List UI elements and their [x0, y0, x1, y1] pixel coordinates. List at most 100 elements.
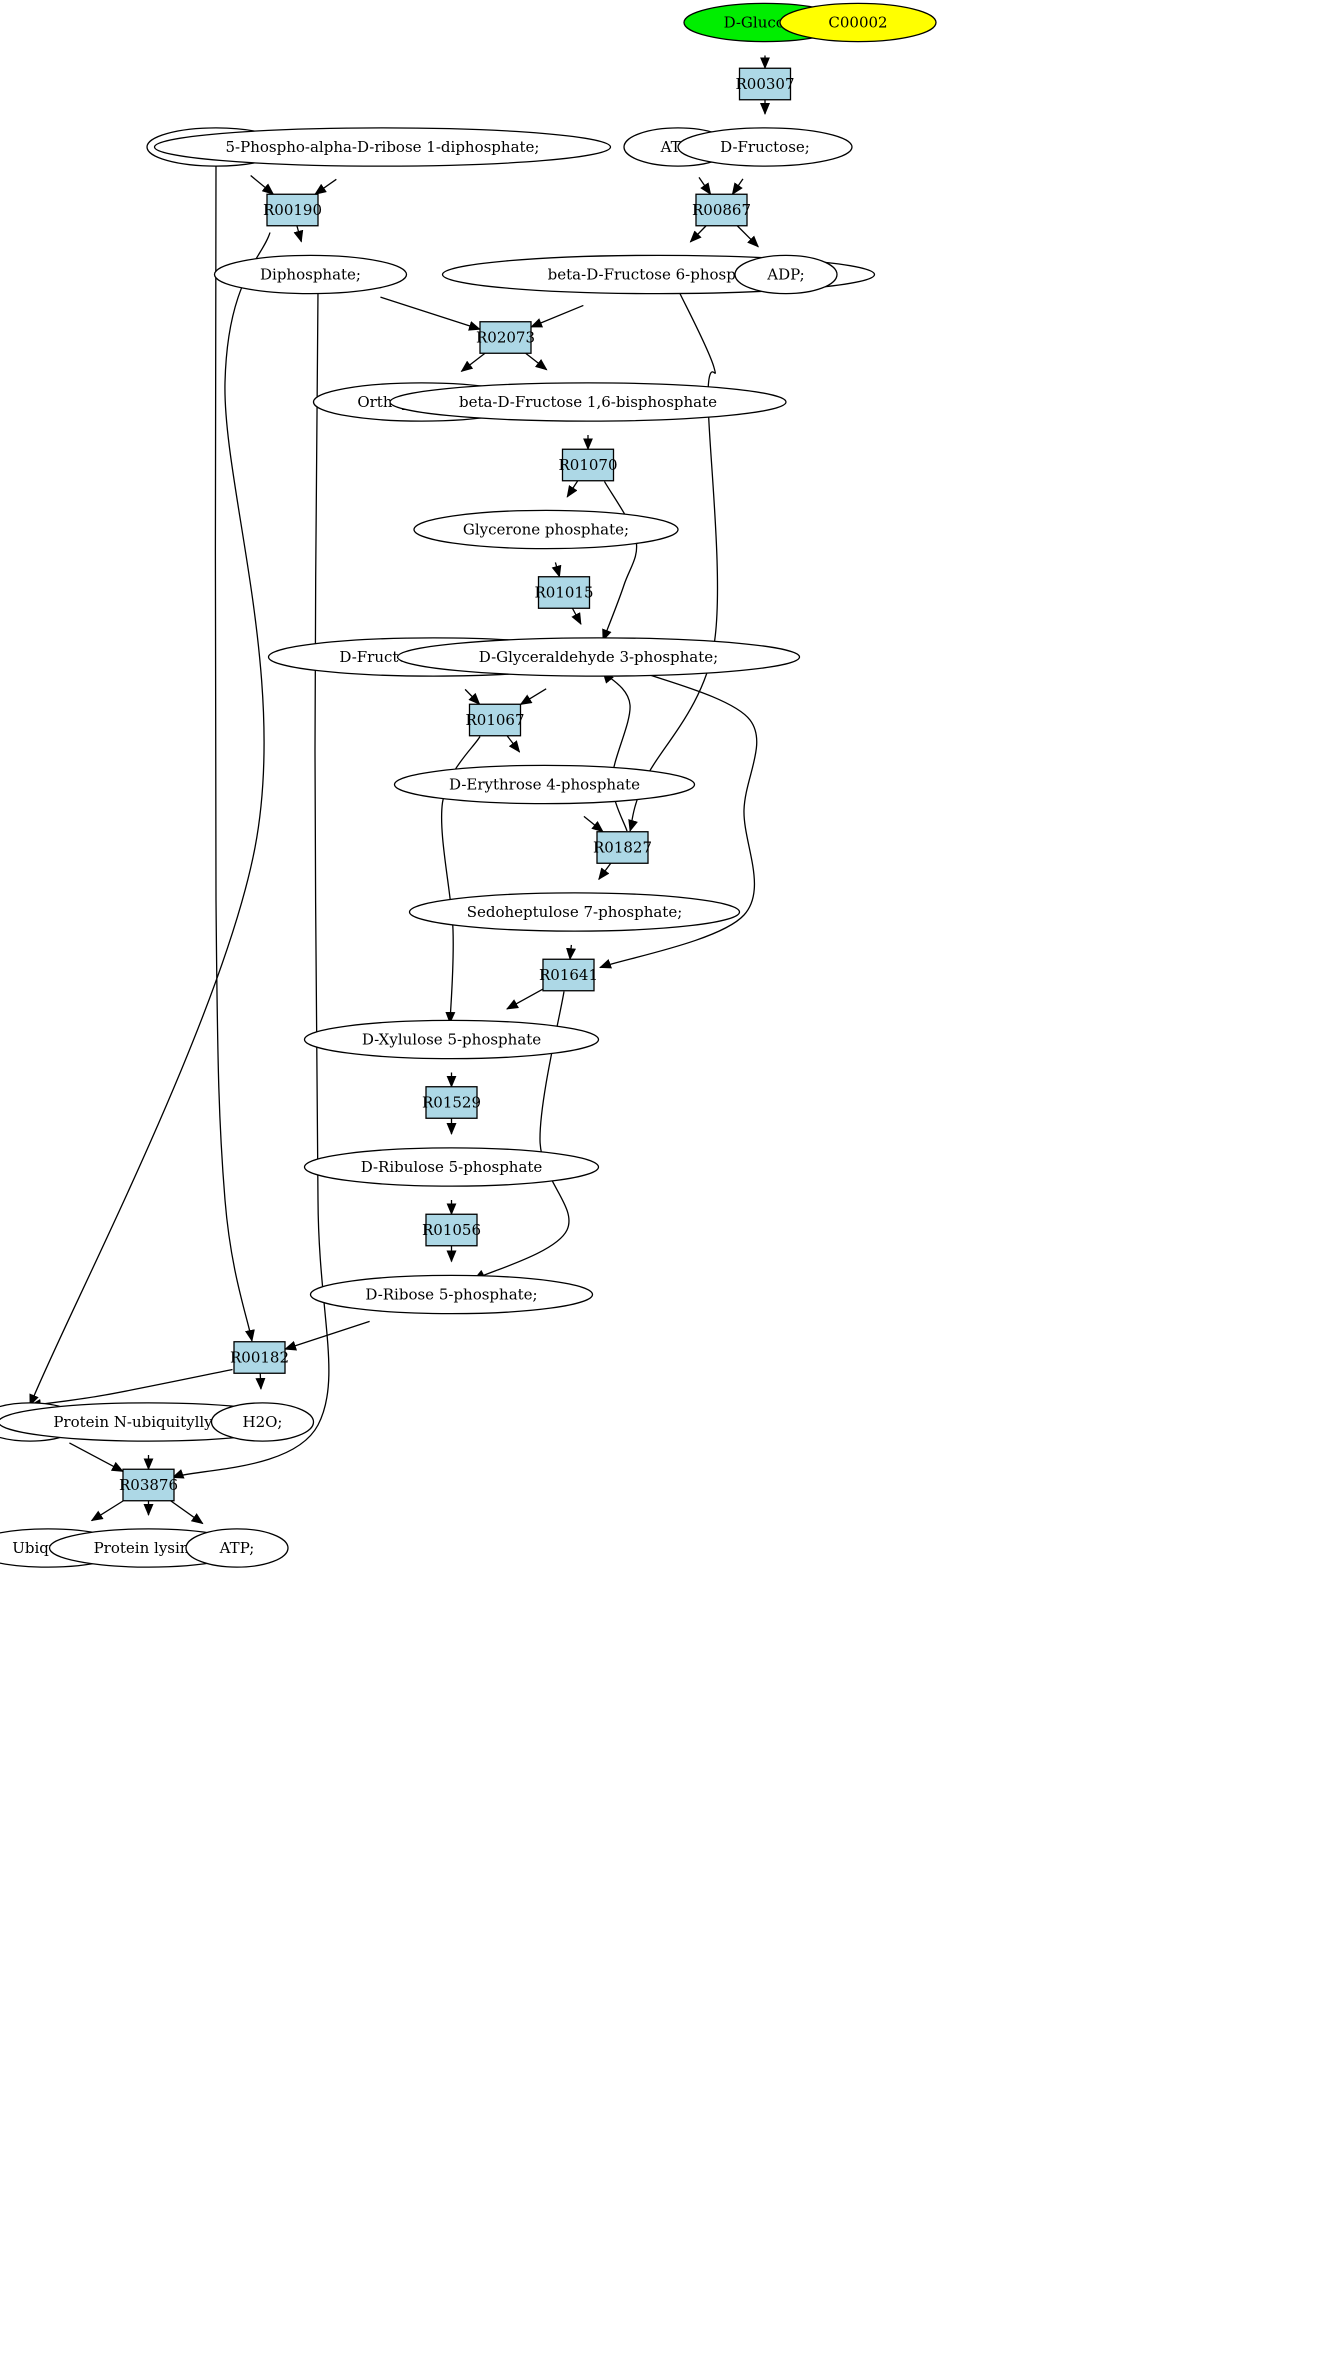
edge-diphosphate-to-r03876 — [171, 290, 330, 1479]
compound-ellipse — [153, 127, 612, 167]
edge-r01015-to-g3p — [571, 607, 582, 626]
reaction-box — [266, 193, 319, 227]
node-label: R01067 — [465, 711, 524, 729]
node-label: R00182 — [230, 1349, 289, 1367]
compound-node-h2o: H2O; — [210, 1402, 315, 1442]
node-label: R01529 — [422, 1094, 481, 1112]
node-label: C00002 — [828, 14, 887, 32]
edge-adenine-to-r00190 — [250, 175, 275, 195]
node-label: D-Xylulose 5-phosphate — [362, 1031, 541, 1049]
node-label: R00307 — [735, 75, 794, 93]
compound-node-prpp: 5-Phospho-alpha-D-ribose 1-diphosphate; — [153, 127, 612, 167]
reaction-box — [425, 1086, 478, 1119]
node-label: beta-D-Fructose 1,6-bisphosphate — [459, 393, 717, 411]
node-label: R01015 — [534, 584, 593, 602]
node-label: R03876 — [119, 1476, 178, 1494]
compound-ellipse — [210, 1402, 315, 1442]
edge-r00190-to-amp — [29, 232, 271, 1407]
reaction-node-r01827: R01827 — [593, 831, 652, 864]
compound-ellipse — [779, 2, 937, 43]
edge-adenine-to-r00182 — [214, 163, 255, 1342]
node-label: Protein lysine; — [94, 1539, 204, 1557]
node-label: D-Fructose; — [720, 138, 810, 156]
node-label: D-Ribulose 5-phosphate — [361, 1158, 543, 1176]
edge-atp-top-to-r00867 — [698, 177, 712, 196]
compound-node-atp-bottom: ATP; — [185, 1528, 289, 1568]
edge-glycerone-to-r01015 — [551, 562, 562, 578]
edge-g3p-to-r01641 — [599, 669, 758, 969]
compound-ellipse — [393, 764, 696, 805]
edge-r02073-to-ortho — [460, 352, 486, 372]
reaction-box — [122, 1468, 175, 1502]
edge-prpp-to-r00190 — [314, 178, 337, 195]
compound-ellipse — [389, 382, 787, 422]
node-label: R01056 — [422, 1221, 481, 1239]
edge-bf6p-to-r01827 — [628, 289, 719, 832]
compound-ellipse — [396, 637, 801, 677]
reaction-box — [537, 576, 591, 609]
reaction-box — [479, 321, 532, 354]
edge-r01827-to-g3p — [602, 671, 631, 832]
nodes-layer: D-Glucose;C00002R00307Adenine;5-Phospho-… — [0, 2, 937, 1568]
compound-node-bf16bp: beta-D-Fructose 1,6-bisphosphate — [389, 382, 787, 422]
reaction-node-r00867: R00867 — [692, 193, 751, 227]
reaction-node-r01070: R01070 — [558, 448, 618, 482]
compound-ellipse — [213, 254, 408, 295]
reaction-node-r01641: R01641 — [539, 958, 598, 992]
reaction-box — [468, 703, 522, 737]
node-label: 5-Phospho-alpha-D-ribose 1-diphosphate; — [226, 138, 540, 156]
edge-r00182-to-amp — [29, 1368, 233, 1409]
node-label: ATP; — [219, 1539, 255, 1557]
edge-fructose-to-r00867 — [731, 178, 744, 196]
compound-ellipse — [408, 892, 741, 932]
edge-r01827-to-s7p — [598, 862, 612, 881]
edge-g3p-to-r01067 — [519, 688, 547, 706]
compound-ellipse — [303, 1019, 600, 1060]
reaction-box — [542, 958, 595, 992]
reaction-node-r00182: R00182 — [230, 1341, 289, 1374]
edge-r01641-to-xu5p — [506, 988, 544, 1010]
reaction-node-r00307: R00307 — [735, 67, 795, 101]
node-label: Glycerone phosphate; — [463, 521, 629, 539]
compound-node-adp: ADP; — [734, 254, 838, 295]
edge-r02073-to-bf16bp — [525, 352, 548, 371]
edge-r01070-to-g3p — [602, 481, 638, 642]
edge-r00190-to-diphosphate — [293, 225, 304, 243]
compound-node-glycerone: Glycerone phosphate; — [413, 509, 679, 550]
node-label: Diphosphate; — [260, 266, 361, 284]
compound-node-fructose: D-Fructose; — [677, 127, 853, 167]
reaction-node-r00190: R00190 — [263, 193, 322, 227]
reaction-node-r03876: R03876 — [119, 1468, 178, 1502]
compound-node-r5p: D-Ribose 5-phosphate; — [309, 1274, 594, 1315]
compound-ellipse — [303, 1147, 600, 1187]
node-label: D-Ribose 5-phosphate; — [365, 1286, 537, 1304]
edge-r01070-to-glycerone — [566, 480, 579, 498]
edge-r03876-to-ubiquitin — [90, 1500, 124, 1522]
compound-node-g3p: D-Glyceraldehyde 3-phosphate; — [396, 637, 801, 677]
edge-r01067-to-e4p — [506, 735, 521, 753]
compound-node-xu5p: D-Xylulose 5-phosphate — [303, 1019, 600, 1060]
edge-r03876-to-atp-bottom — [170, 1500, 204, 1525]
compound-ellipse — [677, 127, 853, 167]
reaction-box — [425, 1213, 478, 1247]
compound-node-diphosphate: Diphosphate; — [213, 254, 408, 295]
reaction-node-r02073: R02073 — [476, 321, 535, 354]
edge-s7p-to-r01641 — [566, 944, 577, 961]
node-label: R00867 — [692, 201, 751, 219]
compound-node-c00002: C00002 — [779, 2, 937, 43]
reaction-box — [233, 1341, 286, 1374]
reaction-node-r01056: R01056 — [422, 1213, 481, 1247]
reaction-box — [738, 67, 792, 101]
compound-ellipse — [185, 1528, 289, 1568]
node-label: Sedoheptulose 7-phosphate; — [467, 903, 683, 921]
compound-ellipse — [734, 254, 838, 295]
edge-df6p-to-r01067 — [464, 688, 481, 705]
compound-node-s7p: Sedoheptulose 7-phosphate; — [408, 892, 741, 932]
reaction-node-r01067: R01067 — [465, 703, 525, 737]
edge-r01067-to-xu5p — [440, 736, 481, 1024]
reaction-box — [596, 831, 649, 864]
reaction-node-r01015: R01015 — [534, 576, 594, 609]
reaction-box — [561, 448, 615, 482]
reaction-node-r01529: R01529 — [422, 1086, 481, 1119]
